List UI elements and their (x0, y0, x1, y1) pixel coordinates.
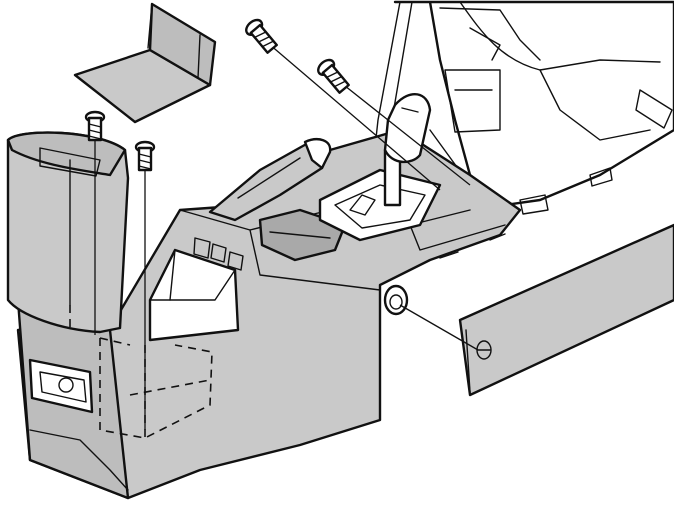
screw-3 (245, 18, 278, 54)
screw-2 (134, 140, 156, 172)
armrest-lid (6, 131, 130, 334)
screw-1 (84, 110, 106, 142)
screw-guides (94, 37, 479, 430)
side-trim-panel (458, 223, 674, 397)
screw-4 (317, 58, 350, 94)
storage-tray (73, 2, 217, 124)
handbrake-lever (208, 138, 332, 222)
